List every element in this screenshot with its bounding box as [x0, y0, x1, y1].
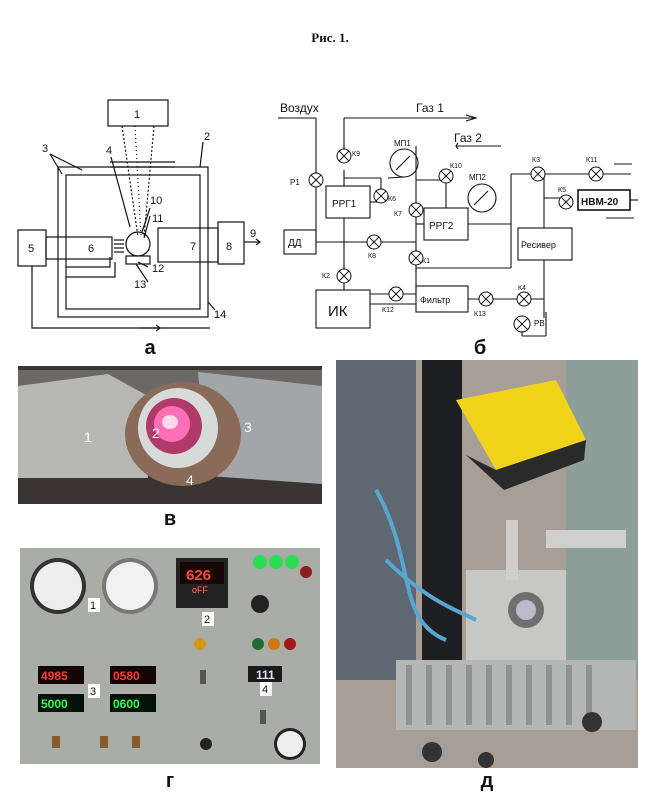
- label-rrg2: РРГ2: [429, 221, 454, 232]
- label-k2: К2: [322, 273, 330, 280]
- label-k4: К4: [518, 285, 526, 292]
- panel-v-photo: 1 2 3 4: [18, 366, 322, 504]
- label-ik: ИК: [328, 303, 348, 320]
- callout-12: 12: [152, 263, 164, 275]
- g-callout-1: 1: [90, 600, 96, 612]
- label-k3: К3: [532, 157, 540, 164]
- panel-label-b: б: [473, 337, 487, 359]
- display-d5: 111: [256, 668, 275, 682]
- display-d4: 0600: [113, 697, 140, 711]
- figure-title: Рис. 1.: [311, 30, 349, 45]
- label-k8: К8: [368, 253, 376, 260]
- callout-13: 13: [134, 279, 146, 291]
- label-gas1: Газ 1: [416, 101, 444, 115]
- label-gas2: Газ 2: [454, 131, 482, 145]
- g-callout-4: 4: [262, 684, 268, 696]
- label-k5: К5: [558, 187, 566, 194]
- gauge-mp1: [389, 148, 419, 178]
- callout-1: 1: [134, 109, 140, 121]
- v-callout-1: 1: [84, 429, 92, 445]
- label-k10: К10: [450, 163, 462, 170]
- callout-11: 11: [152, 213, 163, 225]
- v-callout-2: 2: [152, 425, 160, 441]
- panel-g-photo: 626 oFF 4985 0580 5000 0600 111 1 2 3 4: [20, 548, 320, 764]
- callout-2: 2: [204, 131, 210, 143]
- v-callout-4: 4: [186, 472, 194, 488]
- callout-8: 8: [226, 241, 232, 253]
- gauge-mp2: [467, 183, 497, 213]
- panel-label-v: в: [163, 508, 177, 530]
- display-main-top: 626: [186, 567, 211, 584]
- box-receiver: [517, 227, 573, 261]
- display-d3: 5000: [41, 697, 68, 711]
- box-8: [217, 221, 245, 265]
- callout-7: 7: [190, 241, 196, 253]
- label-mp2: МП2: [469, 173, 486, 182]
- callout-14: 14: [214, 309, 226, 321]
- label-k9: К9: [352, 151, 360, 158]
- panel-b-gas-scheme: Воздух Газ 1 Газ 2 РРГ1 РРГ2 ДД ИК Фильт…: [278, 101, 638, 337]
- callout-3: 3: [42, 143, 48, 155]
- v-callout-3: 3: [244, 419, 252, 435]
- label-k1: К1: [422, 258, 430, 265]
- panel-d-photo: [336, 360, 638, 768]
- panel-a-schematic: 1 2 3 4 5 6 7 8 9 10 11 12 13 14: [17, 99, 261, 332]
- label-k6: К6: [388, 196, 396, 203]
- label-dd: ДД: [288, 238, 302, 249]
- cylinder-6: [45, 236, 113, 260]
- label-rv: РВ: [534, 319, 545, 328]
- panel-label-a: а: [144, 337, 156, 359]
- label-k13: К13: [474, 311, 486, 318]
- outer-chamber: [57, 166, 209, 318]
- label-k7: К7: [394, 211, 402, 218]
- laser-box: [107, 99, 169, 127]
- label-mp1: МП1: [394, 139, 411, 148]
- label-p1: Р1: [290, 178, 300, 187]
- panel-label-d: д: [480, 770, 494, 792]
- cylinder-7: [157, 227, 219, 263]
- callout-9: 9: [250, 228, 256, 240]
- display-d1: 4985: [41, 669, 68, 683]
- label-receiver: Ресивер: [521, 240, 556, 250]
- g-callout-3: 3: [90, 686, 96, 698]
- callout-5: 5: [28, 243, 34, 255]
- display-d2: 0580: [113, 669, 140, 683]
- label-nvm: НВМ-20: [581, 197, 619, 208]
- g-callout-2: 2: [204, 614, 210, 626]
- label-rrg1: РРГ1: [332, 199, 357, 210]
- callout-10: 10: [150, 195, 162, 207]
- label-k12: К12: [382, 307, 394, 314]
- display-main-bottom: oFF: [192, 585, 209, 595]
- callout-4: 4: [106, 145, 112, 157]
- box-ik: [315, 289, 371, 329]
- panel-label-g: г: [165, 770, 175, 792]
- label-k11: К11: [586, 157, 597, 164]
- callout-6: 6: [88, 243, 94, 255]
- label-filter: Фильтр: [420, 295, 450, 305]
- label-air: Воздух: [280, 101, 319, 115]
